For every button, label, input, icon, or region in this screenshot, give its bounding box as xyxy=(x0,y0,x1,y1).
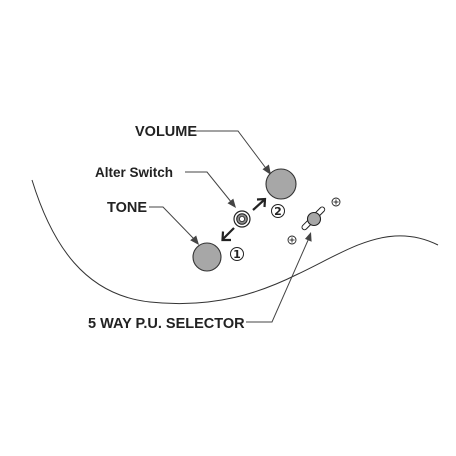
selector-leader-line xyxy=(246,237,310,323)
alter-switch-leader-line xyxy=(185,171,233,204)
volume-knob[interactable] xyxy=(265,168,297,200)
selector-label: 5 WAY P.U. SELECTOR xyxy=(88,316,245,332)
selector-leader-arrowhead xyxy=(305,232,312,242)
arrow-down-left-icon xyxy=(221,227,235,242)
selector-switch[interactable] xyxy=(301,206,326,231)
alter-switch-leader-arrowhead xyxy=(227,198,236,208)
tone-knob[interactable] xyxy=(192,242,222,272)
volume-leader-line xyxy=(196,130,269,172)
tone-label: TONE xyxy=(107,200,147,216)
svg-text:1: 1 xyxy=(233,248,241,261)
svg-text:2: 2 xyxy=(274,205,282,218)
alter-switch-label: Alter Switch xyxy=(95,165,173,180)
circled-number-2: 2 xyxy=(271,204,285,218)
guitar-body-outline xyxy=(31,179,439,305)
tone-leader-arrowhead xyxy=(190,235,199,245)
volume-leader-arrowhead xyxy=(262,164,271,175)
alter-switch[interactable] xyxy=(233,210,251,228)
circled-number-1: 1 xyxy=(230,247,244,261)
tone-leader-line xyxy=(149,206,196,241)
volume-label: VOLUME xyxy=(135,124,197,140)
arrow-up-right-icon xyxy=(252,197,267,211)
selector-screw-top xyxy=(331,197,341,207)
selector-screw-bottom xyxy=(287,235,297,245)
